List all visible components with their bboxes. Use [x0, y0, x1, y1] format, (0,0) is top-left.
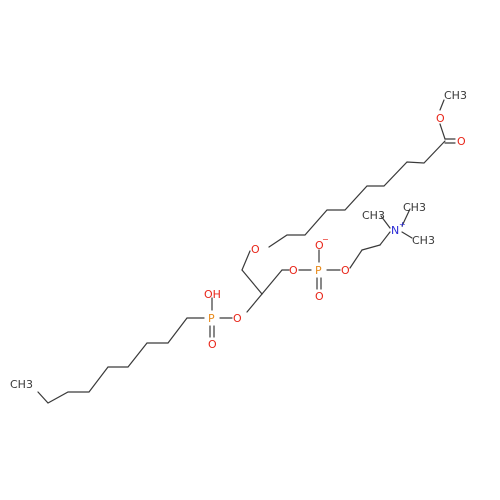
label-p-dbl-o: O [315, 290, 324, 303]
bond-ch2-n [379, 231, 391, 246]
bond-ch2-ch2-choline [361, 244, 381, 251]
label-o-phosphonate: O [233, 312, 242, 325]
label-p-phosphonate-dbl-o: O [208, 338, 217, 351]
bond-ch3-o [439, 99, 445, 111]
label-n-methyl-left: CH3 [362, 209, 385, 222]
label-carbonyl-o: O [457, 135, 466, 148]
bond-n-methyl-left [380, 215, 391, 229]
label-n-plus: N [391, 224, 399, 237]
label-o-minus-charge: − [322, 235, 329, 244]
bond-glycerol-2 [261, 269, 283, 295]
label-o-minus: O [315, 239, 324, 252]
bond-n-methyl-right [401, 231, 413, 239]
bond-ch-o-phosphonate [246, 293, 263, 313]
bond-o-ch2-choline [349, 249, 363, 269]
bond-o-carbonyl [439, 123, 446, 140]
label-ester-o: O [436, 112, 445, 125]
bond-n-methyl-top [401, 208, 411, 227]
label-p-main: P [315, 264, 322, 277]
label-oh: OH [204, 288, 221, 301]
ether-alkyl-chain [268, 140, 446, 248]
atom-labels: CH3 O O O O − O P O O N + CH3 CH3 CH3 OH… [10, 89, 467, 391]
bonds [37, 99, 456, 404]
label-n-methyl-top: CH3 [403, 201, 426, 214]
label-methyl-ester: CH3 [444, 89, 467, 102]
phosphonate-alkyl-chain [37, 317, 205, 404]
bond-glycerol-1 [241, 269, 263, 295]
label-o-phosphate-left: O [289, 264, 298, 277]
label-o-phosphate-right: O [341, 264, 350, 277]
label-p-phosphonate: P [208, 312, 215, 325]
label-n-plus-charge: + [399, 220, 406, 229]
label-terminal-ch3: CH3 [10, 378, 33, 391]
label-n-methyl-right: CH3 [412, 234, 435, 247]
label-ether-o: O [251, 243, 260, 256]
bond-ether-o-ch2 [241, 250, 251, 271]
